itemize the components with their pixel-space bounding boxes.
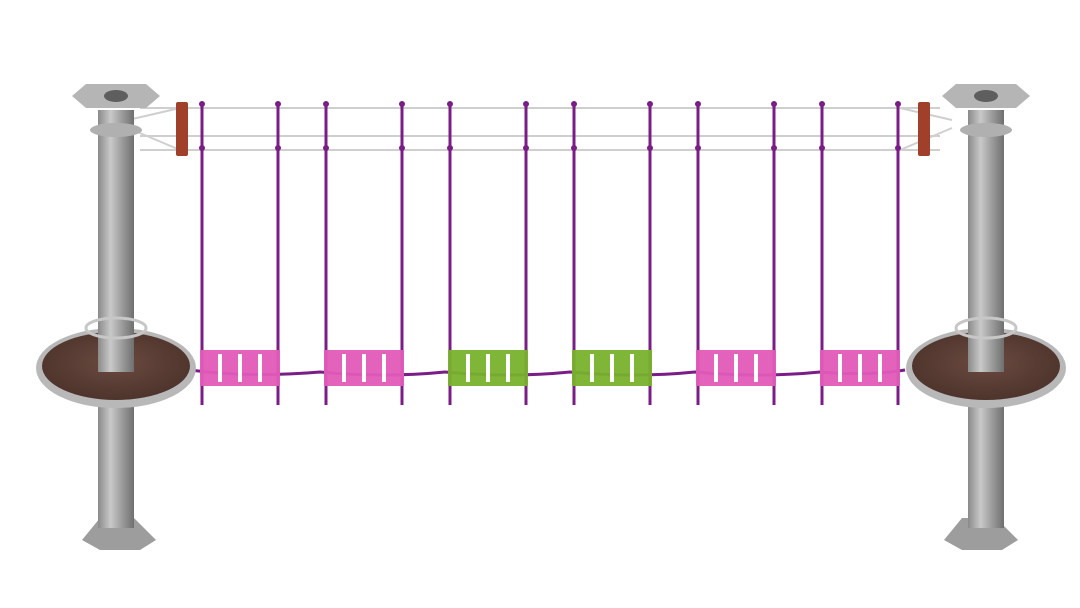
seat-slat-gap: [714, 354, 718, 382]
bottom-rope: [189, 368, 906, 377]
rope-clip: [275, 101, 281, 107]
left-pole: [36, 84, 196, 550]
right-handrail-ring: [954, 316, 1018, 340]
rope-clip: [771, 101, 777, 107]
rope-clip: [323, 145, 329, 151]
seat-slat-gap: [858, 354, 862, 382]
right-pole: [906, 84, 1066, 550]
rope-clip: [447, 145, 453, 151]
seat-slat-gap: [382, 354, 386, 382]
seat-slat-gap: [486, 354, 490, 382]
seat-slat-gap: [238, 354, 242, 382]
rope-clip: [819, 101, 825, 107]
right-end-bracket: [918, 102, 930, 156]
swing-5: [695, 101, 777, 405]
seat-slat-gap: [342, 354, 346, 382]
swing-2: [323, 101, 405, 405]
seat-slat-gap: [838, 354, 842, 382]
seat-slat-gap: [878, 354, 882, 382]
seat-slat-gap: [362, 354, 366, 382]
rope-clip: [771, 145, 777, 151]
rope-clip: [399, 101, 405, 107]
rope-clip: [275, 145, 281, 151]
swing-1: [199, 101, 281, 405]
swing-4: [571, 101, 653, 405]
seat-slat-gap: [258, 354, 262, 382]
seat-slat-gap: [754, 354, 758, 382]
rope-clip: [571, 145, 577, 151]
seat-slat-gap: [610, 354, 614, 382]
swing-6: [819, 101, 901, 405]
rope-clip: [647, 145, 653, 151]
seat-slat-gap: [506, 354, 510, 382]
left-end-bracket: [176, 102, 188, 156]
top-cables: [127, 107, 953, 151]
left-handrail-ring: [84, 316, 148, 340]
seat-slat-gap: [466, 354, 470, 382]
rope-clip: [199, 101, 205, 107]
rope-clip: [399, 145, 405, 151]
seat-slat-gap: [590, 354, 594, 382]
rope-clip: [819, 145, 825, 151]
rope-clip: [199, 145, 205, 151]
swings-group: [199, 101, 901, 405]
rope-clip: [647, 101, 653, 107]
seat-slat-gap: [630, 354, 634, 382]
rope-clip: [323, 101, 329, 107]
rope-clip: [447, 101, 453, 107]
rope-clip: [523, 101, 529, 107]
seat-slat-gap: [734, 354, 738, 382]
swing-3: [447, 101, 529, 405]
rope-clip: [695, 101, 701, 107]
rope-clip: [523, 145, 529, 151]
rope-clip: [895, 145, 901, 151]
rope-clip: [695, 145, 701, 151]
rope-clip: [571, 101, 577, 107]
rope-clip: [895, 101, 901, 107]
seat-slat-gap: [218, 354, 222, 382]
